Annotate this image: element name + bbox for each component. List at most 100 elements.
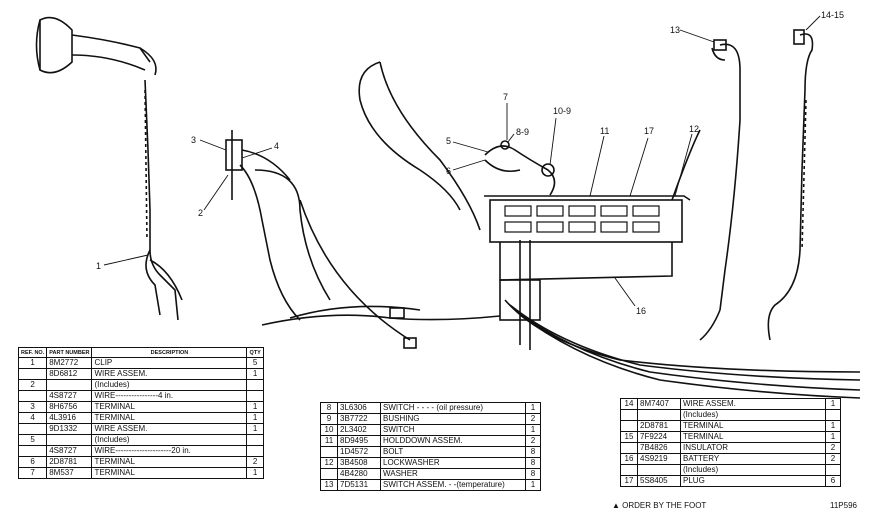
cell-part: 3L6306 [337, 402, 381, 414]
cell-desc: HOLDDOWN ASSEM. [380, 435, 526, 447]
callout-12: 12 [689, 124, 699, 134]
callout-3: 3 [191, 135, 196, 145]
table-header-row: REF. NO. PART NUMBER DESCRIPTION QTY [17, 347, 264, 358]
cell-ref: 11 [320, 435, 338, 447]
cell-part: 8D9495 [337, 435, 381, 447]
cell-part: 7B4826 [637, 442, 681, 454]
cell-ref: 15 [620, 431, 638, 443]
cell-desc: TERMINAL [680, 431, 826, 443]
cell-qty: 8 [525, 446, 541, 458]
cell-qty: 1 [825, 398, 841, 410]
cell-part: 4L3916 [46, 412, 93, 424]
callout-8-9: 8-9 [516, 127, 529, 137]
cell-part: 8M7407 [637, 398, 681, 410]
cell-desc: TERMINAL [91, 467, 248, 479]
cell-ref [17, 390, 48, 402]
cell-qty: 1 [246, 423, 264, 435]
cell-ref [620, 464, 638, 476]
callout-4: 4 [274, 141, 279, 151]
cell-desc: BUSHING [380, 413, 526, 425]
cell-qty [246, 445, 264, 457]
cell-qty [825, 409, 841, 421]
cell-part [637, 464, 681, 476]
cell-qty: 1 [246, 401, 264, 413]
cell-ref: 17 [620, 475, 638, 487]
cell-qty [246, 390, 264, 402]
cell-ref: 2 [17, 379, 48, 391]
cell-ref [17, 445, 48, 457]
cell-part: 9D1332 [46, 423, 93, 435]
cell-ref: 14 [620, 398, 638, 410]
cell-desc: TERMINAL [91, 401, 248, 413]
callout-17: 17 [644, 126, 654, 136]
callout-1: 1 [96, 261, 101, 271]
cell-ref: 10 [320, 424, 338, 436]
cell-desc: WIRE ASSEM. [91, 423, 248, 435]
cell-qty: 2 [246, 456, 264, 468]
cell-qty: 1 [825, 431, 841, 443]
cell-part: 4B4280 [337, 468, 381, 480]
cell-ref [320, 468, 338, 480]
cell-ref: 12 [320, 457, 338, 469]
cell-desc: SWITCH [380, 424, 526, 436]
cell-desc: PLUG [680, 475, 826, 487]
cell-qty: 8 [525, 457, 541, 469]
cell-desc: (Includes) [91, 434, 248, 446]
cell-qty: 2 [525, 413, 541, 425]
cell-ref: 1 [17, 357, 48, 369]
callout-14-15: 14-15 [821, 10, 844, 20]
cell-part: 3B7722 [337, 413, 381, 425]
callout-10-9: 10-9 [553, 106, 571, 116]
cell-desc: TERMINAL [680, 420, 826, 432]
battery-16 [489, 199, 683, 243]
cell-qty: 1 [246, 467, 264, 479]
cell-desc: SWITCH - - - - (oil pressure) [380, 402, 526, 414]
cell-qty: 2 [825, 442, 841, 454]
cell-part: 8D6812 [46, 368, 93, 380]
cell-part [46, 379, 93, 391]
cell-desc: CLIP [91, 357, 248, 369]
callout-7: 7 [503, 92, 508, 102]
cell-desc: WASHER [380, 468, 526, 480]
cell-desc: INSULATOR [680, 442, 826, 454]
callout-6: 6 [446, 166, 451, 176]
cell-ref [17, 423, 48, 435]
cell-part: 5S8405 [637, 475, 681, 487]
col-part: PART NUMBER [46, 347, 93, 358]
cell-desc: LOCKWASHER [380, 457, 526, 469]
callout-13: 13 [670, 25, 680, 35]
cell-desc: WIRE---------------------20 in. [91, 445, 248, 457]
cell-qty: 1 [246, 412, 264, 424]
cell-qty [825, 464, 841, 476]
table-row: (Includes) [620, 464, 841, 476]
callout-16: 16 [636, 306, 646, 316]
cell-qty: 5 [246, 357, 264, 369]
cell-part: 1D4572 [337, 446, 381, 458]
cell-ref [17, 368, 48, 380]
table-row: 5(Includes) [17, 434, 264, 446]
harness-1-wire [144, 79, 179, 321]
table-row: 2(Includes) [17, 379, 264, 391]
cell-qty: 2 [825, 453, 841, 465]
cell-desc: BOLT [380, 446, 526, 458]
cell-part: 4S8727 [46, 390, 93, 402]
cell-part: 4S8727 [46, 445, 93, 457]
table-row: (Includes) [620, 409, 841, 421]
